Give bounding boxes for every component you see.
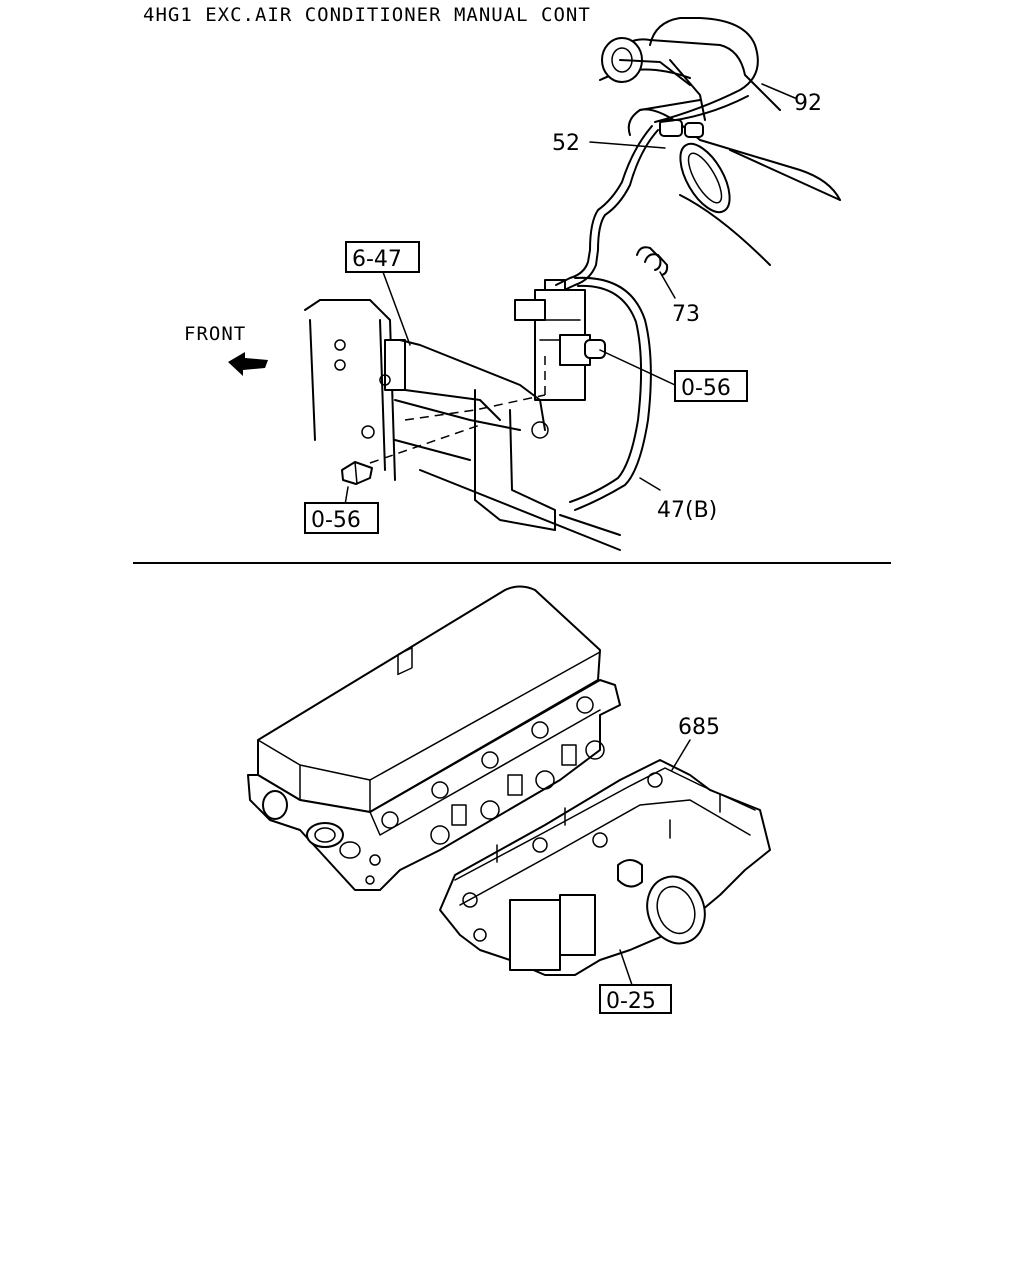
callout-92: 92 <box>794 91 822 116</box>
diagram-title: 4HG1 EXC.AIR CONDITIONER MANUAL CONT <box>143 4 591 26</box>
cylinder-head <box>247 647 621 891</box>
callout-box-0-56-right <box>674 370 748 402</box>
callout-0-56-left: 0-56 <box>311 508 361 533</box>
clip-73 <box>636 246 669 276</box>
callout-685: 685 <box>678 715 720 740</box>
callout-52: 52 <box>552 131 580 156</box>
upper-diagram: FRONT 92 52 6-47 73 0-56 0-56 47(B) <box>184 17 841 551</box>
frame-bracket <box>304 299 621 551</box>
vacuum-hose-92 <box>649 17 759 123</box>
callout-47b: 47(B) <box>657 498 717 523</box>
vacuum-hose-main <box>559 129 659 293</box>
bolt-0-56-left <box>341 461 373 485</box>
vsv-valve <box>514 279 606 401</box>
intake-pipe <box>599 37 841 266</box>
hose-47b <box>574 276 652 511</box>
callout-box-0-56-left <box>304 502 379 534</box>
front-arrow-icon <box>228 352 268 376</box>
callout-box-0-25 <box>599 984 672 1014</box>
lower-diagram: 685 0-25 <box>247 585 771 1014</box>
callout-0-25: 0-25 <box>606 989 656 1014</box>
intake-manifold <box>439 759 771 976</box>
front-label: FRONT <box>184 323 246 345</box>
callout-73: 73 <box>672 302 700 327</box>
callout-6-47: 6-47 <box>352 247 402 272</box>
callout-0-56-right: 0-56 <box>681 376 731 401</box>
callout-box-6-47 <box>345 241 420 273</box>
